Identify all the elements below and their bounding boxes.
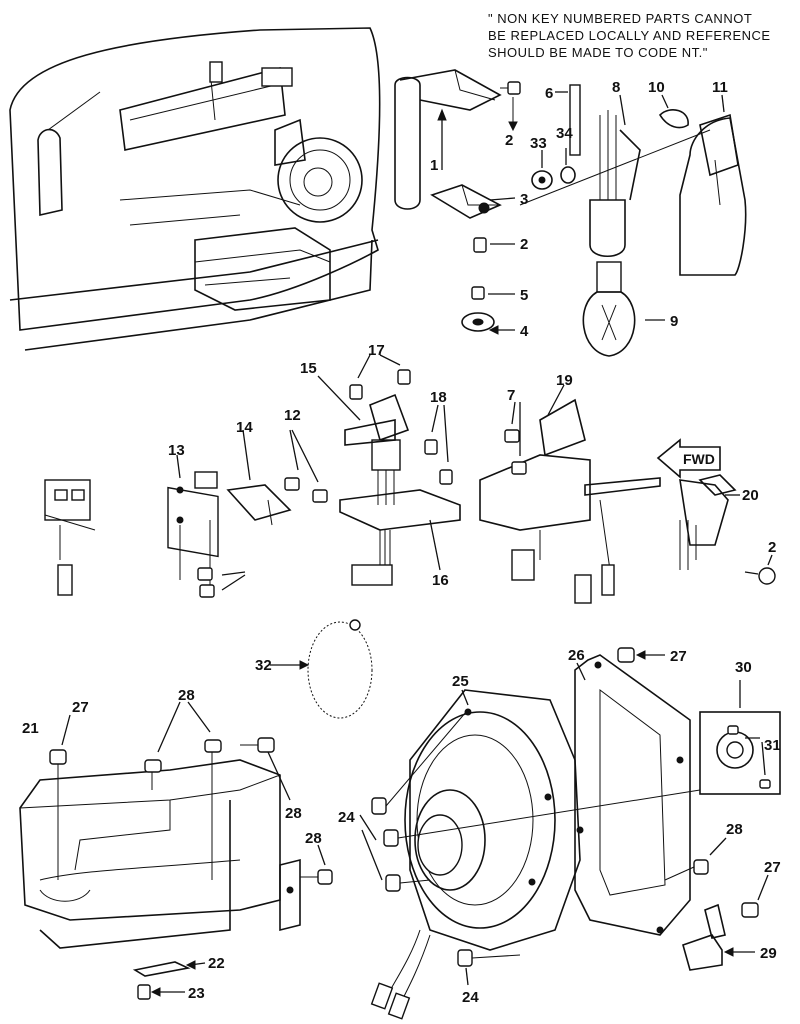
part-16-bracket xyxy=(339,419,461,586)
part-14-bracket xyxy=(226,429,292,526)
callout-34: 34 xyxy=(556,125,573,142)
callout-25: 25 xyxy=(452,673,469,690)
part-27-screw-motor-top xyxy=(617,647,665,663)
part-6-rod xyxy=(555,84,581,156)
part-28-screws-top xyxy=(144,701,222,880)
part-25-motor xyxy=(370,689,581,1020)
part-2-screw-top xyxy=(500,81,521,132)
parts-note: " NON KEY NUMBERED PARTS CANNOT BE REPLA… xyxy=(488,10,788,61)
part-29-bracket xyxy=(682,903,755,971)
part-19-switch-assembly xyxy=(479,384,661,604)
callout-27-motor-top: 27 xyxy=(670,648,687,665)
part-12-screws xyxy=(284,429,328,503)
part-2-screw-middle xyxy=(473,237,515,253)
callout-8: 8 xyxy=(612,79,620,96)
part-1-cover xyxy=(394,69,502,210)
part-23-screw xyxy=(137,984,185,1000)
part-2-screw-right xyxy=(744,554,776,585)
part-27-screw-motor-lower xyxy=(741,874,769,918)
fwd-arrow-icon xyxy=(656,438,721,479)
callout-20: 20 xyxy=(742,487,759,504)
callout-24-bottom: 24 xyxy=(462,989,479,1006)
part-22-clip xyxy=(132,960,206,977)
small-switch-left xyxy=(44,479,96,596)
callout-16: 16 xyxy=(432,572,449,589)
part-7-screws xyxy=(504,401,527,475)
callout-23: 23 xyxy=(188,985,205,1002)
callout-7: 7 xyxy=(507,387,515,404)
callout-28-side: 28 xyxy=(285,805,302,822)
screws-under-plate xyxy=(197,567,246,598)
fwd-label: FWD xyxy=(683,451,715,467)
callout-26: 26 xyxy=(568,647,585,664)
callout-2-right: 2 xyxy=(768,539,776,556)
callout-18: 18 xyxy=(430,389,447,406)
callout-1: 1 xyxy=(430,157,438,174)
part-4-clamp xyxy=(461,312,515,335)
part-33-nut xyxy=(531,150,553,190)
callout-29: 29 xyxy=(760,945,777,962)
part-21-control-box xyxy=(19,759,301,949)
callout-3: 3 xyxy=(520,191,528,208)
callout-28-top: 28 xyxy=(178,687,195,704)
callout-32: 32 xyxy=(255,657,272,674)
callout-30: 30 xyxy=(735,659,752,676)
callout-27-motor-lower: 27 xyxy=(764,859,781,876)
part-10-cap xyxy=(658,94,689,129)
callout-21: 21 xyxy=(22,720,39,737)
part-9-bulb xyxy=(582,261,665,357)
callout-4: 4 xyxy=(520,323,529,340)
parts-note-line-2: BE REPLACED LOCALLY AND REFERENCE xyxy=(488,28,771,43)
part-30-inset xyxy=(699,680,781,795)
callout-5: 5 xyxy=(520,287,528,304)
callout-28-lower: 28 xyxy=(305,830,322,847)
part-3-clip xyxy=(430,184,516,219)
callout-19: 19 xyxy=(556,372,573,389)
part-26-mount-plate xyxy=(574,654,691,936)
sewing-machine-body xyxy=(9,27,381,351)
callout-17: 17 xyxy=(368,342,385,359)
callout-2-middle: 2 xyxy=(520,236,528,253)
callout-12: 12 xyxy=(284,407,301,424)
callout-13: 13 xyxy=(168,442,185,459)
part-28-screw-motor xyxy=(664,837,727,881)
part-5-screw xyxy=(471,286,515,300)
part-18-screws xyxy=(424,404,453,485)
part-28-screw-lower xyxy=(300,844,333,885)
part-28-screw-side xyxy=(240,737,291,801)
parts-note-line-1: " NON KEY NUMBERED PARTS CANNOT xyxy=(488,11,753,26)
callout-14: 14 xyxy=(236,419,253,436)
part-17-screws xyxy=(349,354,411,400)
parts-note-line-3: SHOULD BE MADE TO CODE NT." xyxy=(488,45,708,60)
callout-15: 15 xyxy=(300,360,317,377)
callout-9: 9 xyxy=(670,313,678,330)
part-11-lamp-shade xyxy=(679,94,747,276)
part-13-plate xyxy=(167,454,219,590)
part-31-leaders xyxy=(745,737,766,776)
part-15-switch xyxy=(317,375,410,505)
callout-28-motor: 28 xyxy=(726,821,743,838)
callout-6: 6 xyxy=(545,85,553,102)
part-20-switch xyxy=(679,474,740,570)
callout-10: 10 xyxy=(648,79,665,96)
callout-22: 22 xyxy=(208,955,225,972)
part-34-washer xyxy=(560,148,576,184)
part-8-lamp-socket xyxy=(589,94,641,257)
callout-27-left: 27 xyxy=(72,699,89,716)
callout-2-top: 2 xyxy=(505,132,513,149)
callout-11: 11 xyxy=(712,79,728,96)
part-27-screw-left xyxy=(49,714,71,880)
callout-24-left: 24 xyxy=(338,809,355,826)
part-32-chain xyxy=(270,619,373,719)
part-24-screws xyxy=(359,711,701,986)
callout-31: 31 xyxy=(764,737,781,754)
callout-33: 33 xyxy=(530,135,547,152)
